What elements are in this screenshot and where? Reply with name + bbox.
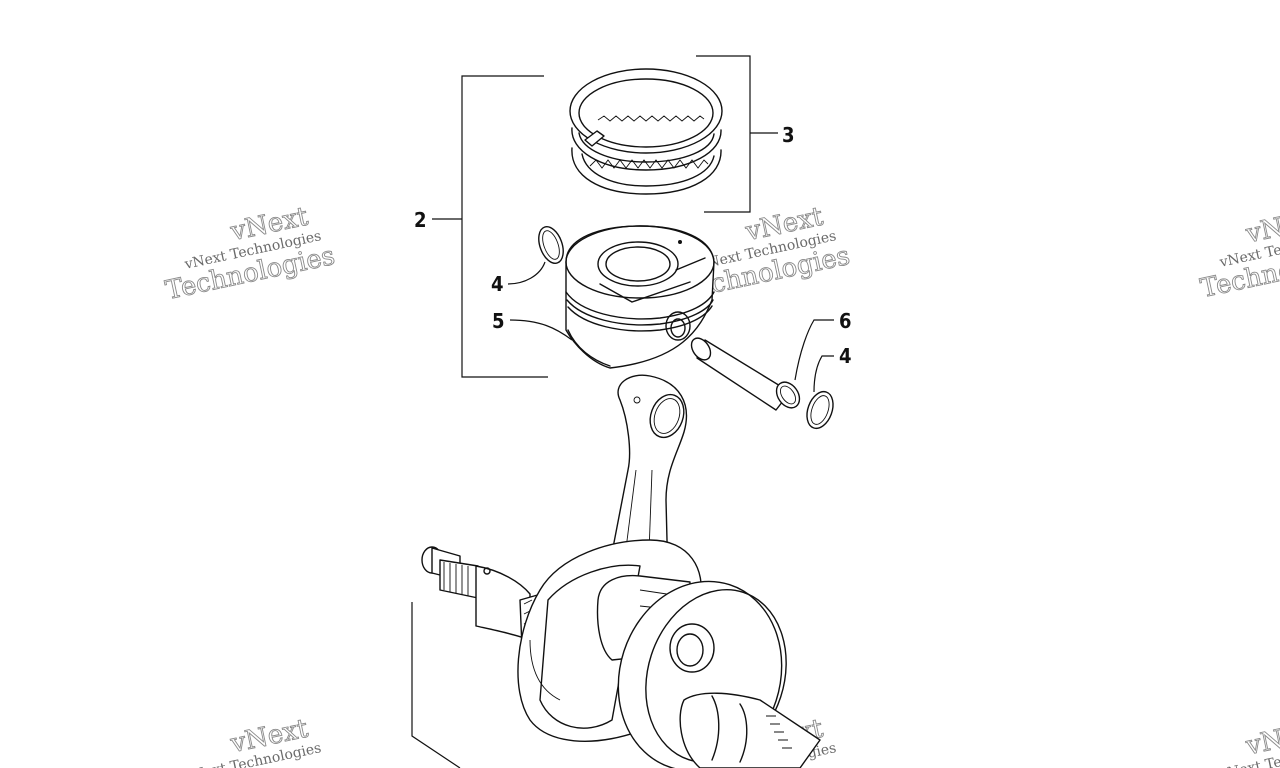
callout-6: 6 bbox=[839, 309, 852, 333]
circlip-right bbox=[806, 390, 834, 430]
piston-pin bbox=[690, 337, 801, 411]
leader-lines bbox=[411, 55, 834, 768]
callout-5: 5 bbox=[492, 309, 505, 333]
callout-2: 2 bbox=[414, 208, 427, 232]
crankshaft bbox=[421, 539, 821, 768]
callout-labels: 2 3 4 5 6 4 bbox=[414, 123, 852, 368]
callout-3: 3 bbox=[782, 123, 795, 147]
piston bbox=[565, 225, 715, 369]
callout-4-right: 4 bbox=[839, 344, 852, 368]
circlip-left bbox=[538, 226, 564, 264]
callout-4-left: 4 bbox=[491, 272, 504, 296]
piston-rings bbox=[569, 68, 723, 195]
